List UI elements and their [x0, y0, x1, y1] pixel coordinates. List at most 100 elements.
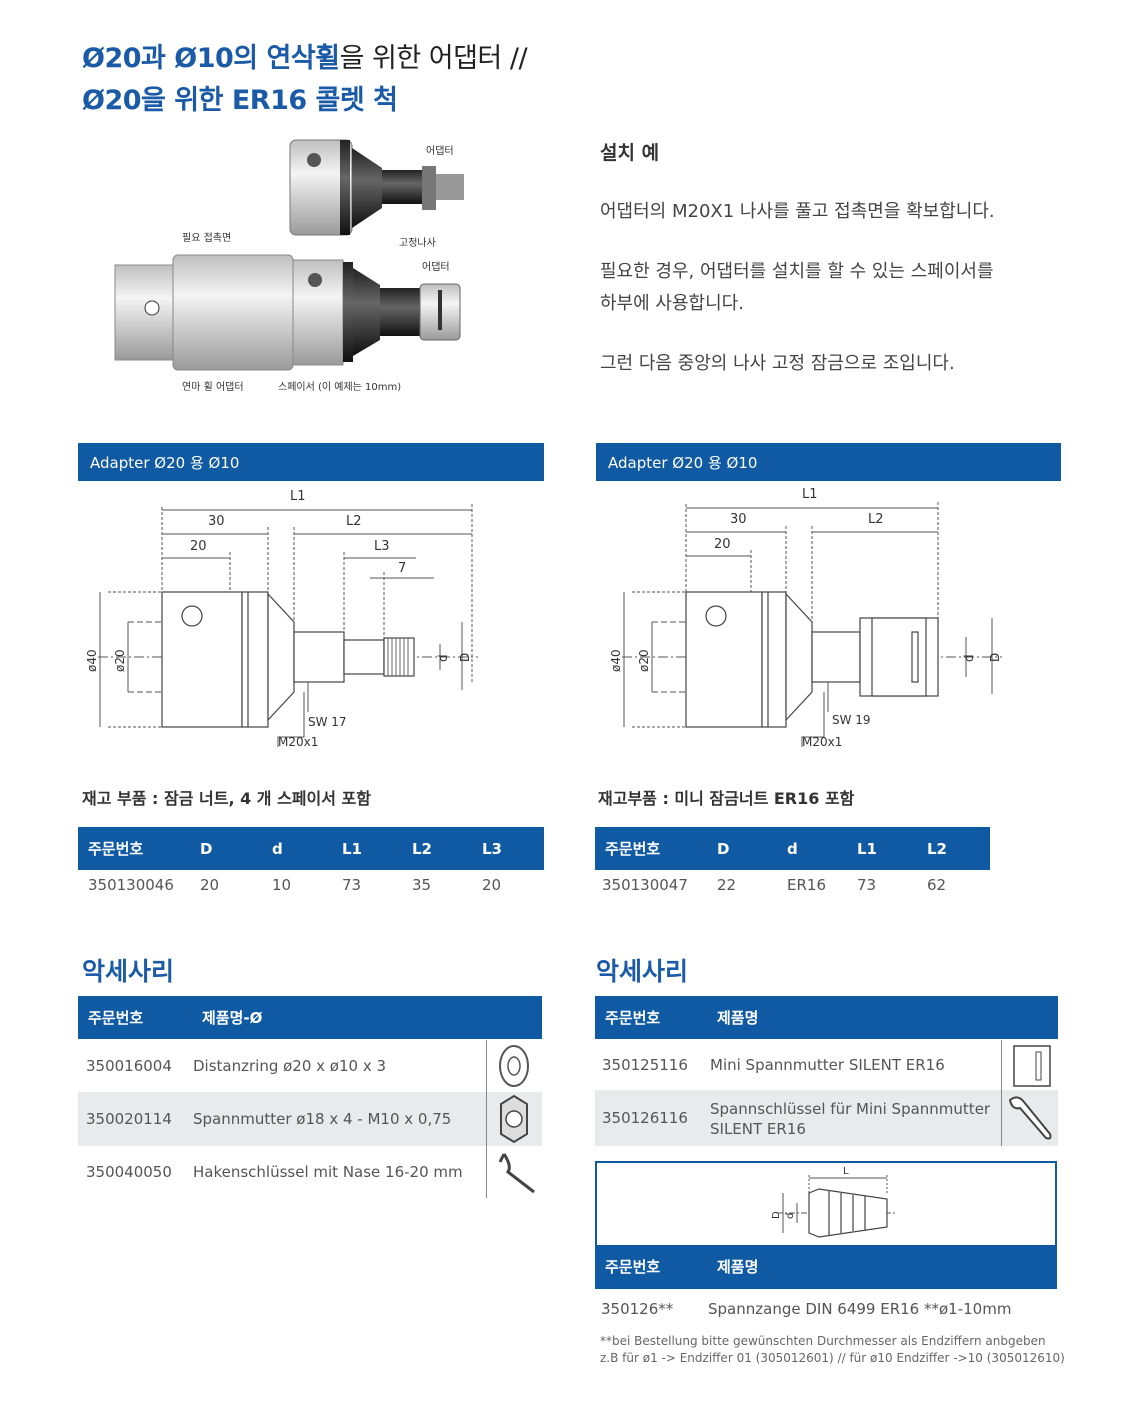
collet-drawing: L D d: [771, 1166, 897, 1238]
left-acc-row-1: 350016004 Distanzring ø20 x ø10 x 3: [78, 1040, 542, 1092]
left-acc-order-1: 350016004: [86, 1057, 172, 1075]
r-dim-L1: L1: [802, 487, 818, 502]
label-adapter-mid: 어댑터: [422, 262, 450, 273]
left-td-L3: 20: [482, 876, 502, 894]
install-heading: 설치 예: [600, 142, 660, 164]
install-step-2b: 하부에 사용합니다.: [600, 293, 744, 314]
left-section-title: Adapter Ø20 용 Ø10: [90, 453, 240, 472]
left-td-order: 350130046: [88, 876, 174, 894]
right-acc-divider: [1001, 1040, 1002, 1146]
left-acc-name-2: Spannmutter ø18 x 4 - M10 x 0,75: [193, 1110, 452, 1128]
right-table-header: 주문번호 D d L1 L2: [595, 827, 990, 870]
right-section-bar: Adapter Ø20 용 Ø10: [596, 443, 1061, 481]
collet-dim-L: L: [843, 1166, 849, 1177]
install-step-2a: 필요한 경우, 어댑터를 설치를 할 수 있는 스페이서를: [600, 261, 994, 282]
collet-header: 주문번호 제품명: [595, 1245, 1057, 1288]
collet-td-name: Spannzange DIN 6499 ER16 **ø1-10mm: [708, 1300, 1012, 1318]
left-acc-icons: [498, 1045, 535, 1194]
left-acc-name-1: Distanzring ø20 x ø10 x 3: [193, 1057, 387, 1075]
r-dim-sw: SW 19: [832, 713, 871, 727]
left-table-header: 주문번호 D d L1 L2 L3: [78, 827, 544, 870]
left-th-d: d: [272, 839, 283, 858]
left-technical-drawing: L1 30 L2 20 L3 7 ø40 ø20 d D SW 17 M20x1: [85, 489, 478, 749]
dim-thread: M20x1: [278, 735, 318, 749]
title-blue-part: Ø20과 Ø10의 연삭휠: [82, 43, 340, 74]
collet-footnote-1: **bei Bestellung bitte gewünschten Durch…: [600, 1334, 1046, 1348]
dim-L3: L3: [374, 539, 390, 554]
right-acc-order-2: 350126116: [602, 1109, 688, 1127]
right-acc-th-name: 제품명: [717, 1009, 759, 1027]
left-stock-note: 재고 부품 : 잠금 너트, 4 개 스페이서 포함: [82, 789, 371, 808]
right-th-d: d: [787, 839, 798, 858]
right-th-D: D: [717, 839, 730, 858]
left-td-D: 20: [200, 876, 220, 894]
left-acc-order-3: 350040050: [86, 1163, 172, 1181]
dim-sw: SW 17: [308, 715, 347, 729]
left-td-d: 10: [272, 876, 292, 894]
page-title-line1: Ø20과 Ø10의 연삭휠을 위한 어댑터 //: [82, 36, 528, 75]
dim-L2: L2: [346, 514, 362, 529]
product-photo: [114, 139, 464, 371]
dim-small-d: d: [436, 654, 450, 662]
wrench-icon: [1008, 1096, 1052, 1140]
collet-th-name: 제품명: [717, 1258, 759, 1276]
right-td-d: ER16: [787, 876, 826, 894]
right-th-L1: L1: [857, 839, 877, 858]
ring-icon: [499, 1045, 529, 1087]
left-th-L2: L2: [412, 839, 432, 858]
right-acc-icons: [1008, 1045, 1052, 1140]
page-title-line2: Ø20을 위한 ER16 콜렛 척: [82, 85, 398, 116]
right-td-order: 350130047: [602, 876, 688, 894]
dim-20: 20: [190, 539, 207, 554]
left-acc-th-order: 주문번호: [88, 1009, 144, 1027]
left-td-L2: 35: [412, 876, 432, 894]
r-dim-small-d: d: [962, 654, 976, 662]
left-th-L1: L1: [342, 839, 362, 858]
left-table-row: 350130046 20 10 73 35 20: [78, 876, 544, 898]
left-acc-order-2: 350020114: [86, 1110, 172, 1128]
right-stock-note: 재고부품 : 미니 잠금너트 ER16 포함: [598, 789, 855, 808]
dim-30: 30: [208, 514, 225, 529]
right-acc-th-order: 주문번호: [605, 1009, 661, 1027]
r-dim-thread: M20x1: [802, 735, 842, 749]
right-technical-drawing: L1 30 L2 20 ø40 ø20 d D SW 19 M20x1: [609, 487, 1002, 749]
right-acc-name-1: Mini Spannmutter SILENT ER16: [710, 1056, 945, 1074]
left-section-bar: Adapter Ø20 용 Ø10: [78, 443, 544, 481]
left-acc-divider: [486, 1040, 487, 1198]
left-th-L3: L3: [482, 839, 502, 858]
left-accessories-heading: 악세사리: [82, 957, 175, 986]
left-acc-name-3: Hakenschlüssel mit Nase 16-20 mm: [193, 1163, 463, 1181]
r-dim-d40: ø40: [609, 649, 623, 672]
left-acc-row-2: 350020114 Spannmutter ø18 x 4 - M10 x 0,…: [78, 1092, 542, 1146]
left-acc-th-name: 제품명-Ø: [202, 1009, 263, 1027]
collet-dim-D: D: [771, 1211, 782, 1219]
title-rest-part: 을 위한 어댑터 //: [339, 43, 528, 74]
label-spacer: 스페이서 (이 예제는 10mm): [278, 382, 402, 393]
right-accessories-heading: 악세사리: [596, 957, 689, 986]
collet-footnote-2: z.B für ø1 -> Endziffer 01 (305012601) /…: [600, 1351, 1065, 1365]
right-acc-row-2: 350126116 Spannschlüssel für Mini Spannm…: [595, 1090, 1058, 1146]
label-set-screw: 고정나사: [399, 238, 436, 249]
label-required-contact: 필요 접촉면: [182, 233, 232, 244]
left-td-L1: 73: [342, 876, 362, 894]
r-dim-big-D: D: [988, 653, 1002, 662]
right-th-L2: L2: [927, 839, 947, 858]
nut-icon: [500, 1094, 528, 1144]
right-th-order: 주문번호: [605, 840, 661, 858]
right-acc-name-2a: Spannschlüssel für Mini Spannmutter: [710, 1100, 991, 1118]
label-adapter-top: 어댑터: [426, 146, 454, 157]
install-step-3: 그런 다음 중앙의 나사 고정 잠금으로 조입니다.: [600, 353, 955, 374]
r-dim-d20: ø20: [637, 649, 651, 672]
dim-7: 7: [398, 561, 406, 576]
right-section-title: Adapter Ø20 용 Ø10: [608, 453, 758, 472]
collet-box: [595, 1161, 1057, 1289]
right-table-row: 350130047 22 ER16 73 62: [595, 876, 990, 898]
mini-nut-icon: [1013, 1045, 1051, 1087]
right-acc-row-1: 350125116 Mini Spannmutter SILENT ER16: [595, 1040, 1058, 1090]
collet-row: 350126** Spannzange DIN 6499 ER16 **ø1-1…: [595, 1300, 1057, 1322]
collet-th-order: 주문번호: [605, 1258, 661, 1276]
left-th-D: D: [200, 839, 213, 858]
r-dim-L2: L2: [868, 512, 884, 527]
right-acc-order-1: 350125116: [602, 1056, 688, 1074]
dim-d20: ø20: [113, 649, 127, 672]
